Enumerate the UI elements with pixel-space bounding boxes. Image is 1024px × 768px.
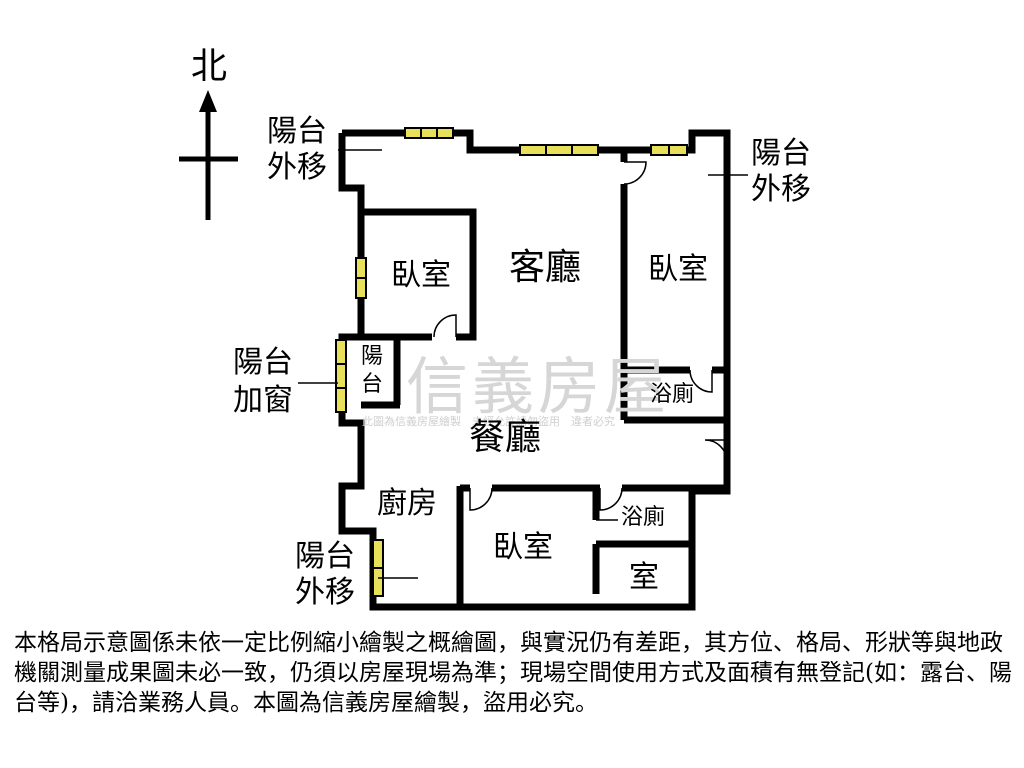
room-bath-bottom: 浴廁 (621, 505, 666, 530)
note-balcony-window-2: 加窗 (233, 383, 293, 418)
note-balcony-top-right-1: 陽台 (751, 136, 811, 171)
north-label: 北 (191, 46, 228, 87)
room-dining: 餐廳 (469, 417, 542, 458)
note-balcony-window-1: 陽台 (233, 345, 293, 380)
note-balcony-bottom-left-1: 陽台 (295, 539, 355, 574)
room-bath-right: 浴廁 (650, 382, 695, 407)
interior-walls (361, 150, 731, 607)
note-balcony-top-left-1: 陽台 (267, 114, 327, 149)
note-balcony-top-left-2: 外移 (267, 150, 327, 185)
room-storage: 室 (629, 560, 659, 595)
windows (335, 127, 688, 597)
room-small-balcony-2: 台 (361, 372, 384, 397)
door-swings (433, 161, 728, 521)
exterior-walls (338, 129, 731, 611)
room-bedroom-left: 臥室 (391, 258, 451, 293)
room-kitchen: 廚房 (377, 486, 437, 521)
room-bedroom-right: 臥室 (648, 252, 708, 287)
note-balcony-bottom-left-2: 外移 (295, 575, 355, 610)
annotation-leaders (298, 149, 748, 579)
room-living: 客廳 (509, 247, 582, 288)
watermark-brand: 信義房屋 (406, 350, 671, 423)
disclaimer-text: 本格局示意圖係未依一定比例縮小繪製之概繪圖，與實況仍有差距，其方位、格局、形狀等… (14, 630, 1012, 716)
room-small-balcony-1: 陽 (361, 344, 384, 369)
room-bedroom-bottom: 臥室 (493, 530, 553, 565)
compass-arrow-icon (179, 90, 238, 220)
watermark-note: 此圖為信義房屋繪製 未經允許請勿盜用 違者必究 (362, 415, 615, 428)
note-balcony-top-right-2: 外移 (751, 172, 811, 207)
